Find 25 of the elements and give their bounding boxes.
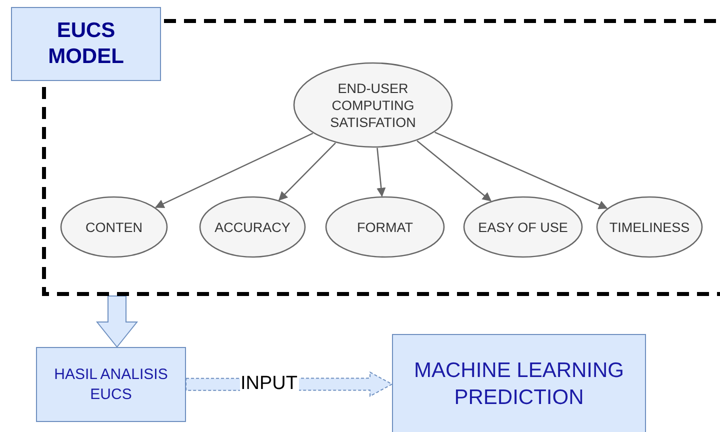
node-label: EASY OF USE xyxy=(478,218,568,236)
arrow xyxy=(416,140,492,202)
arrow xyxy=(434,132,608,210)
ellipse-node xyxy=(293,62,453,148)
node-label: END-USER COMPUTING SATISFATION xyxy=(329,80,417,130)
title-box xyxy=(11,7,161,81)
node-label: CONTEN xyxy=(86,218,142,236)
arrow xyxy=(154,132,314,208)
ellipse-node xyxy=(463,196,583,258)
node-label: ACCURACY xyxy=(214,218,290,236)
node-label: MACHINE LEARNING PREDICTION xyxy=(412,358,626,411)
ellipse-node xyxy=(199,196,306,258)
arrow xyxy=(278,142,336,201)
ellipse-node xyxy=(60,196,168,258)
process-box xyxy=(36,347,186,422)
node-label: TIMELINESS xyxy=(609,218,690,236)
arrow xyxy=(376,148,386,197)
node-label: HASIL ANALISIS EUCS xyxy=(53,364,169,404)
node-label: FORMAT xyxy=(357,218,413,236)
process-box xyxy=(392,334,646,432)
ellipse-node xyxy=(596,196,703,258)
ellipse-node xyxy=(325,196,445,258)
node-label: EUCS MODEL xyxy=(47,18,125,70)
block-arrow xyxy=(96,296,138,348)
dashed-region xyxy=(42,19,720,296)
